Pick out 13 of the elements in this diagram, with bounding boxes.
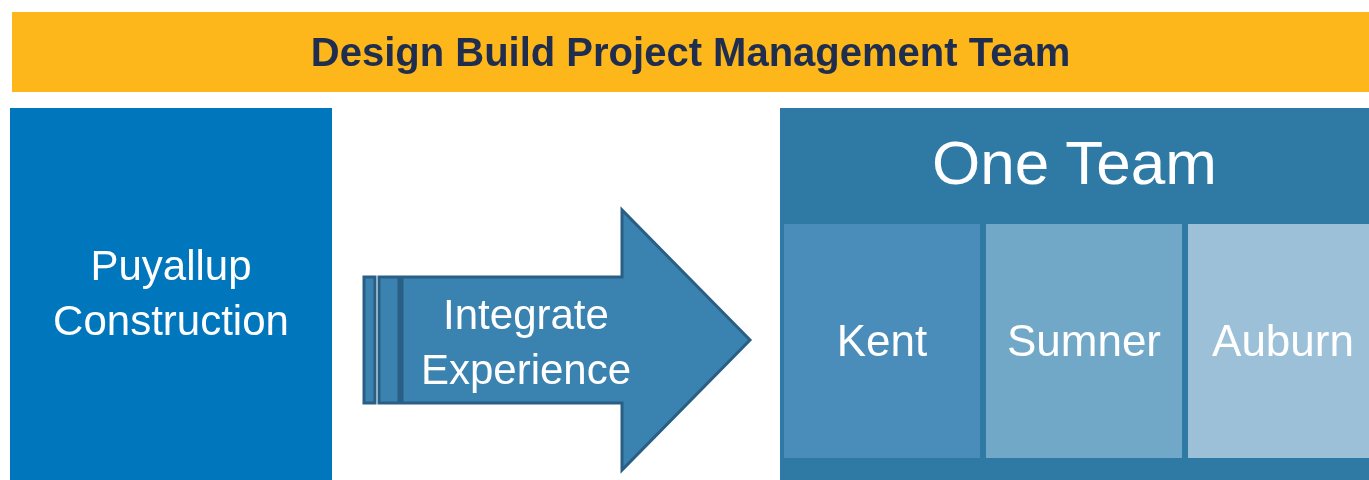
title: Design Build Project Management Team: [310, 29, 1071, 75]
node-label: Sumner: [1006, 315, 1162, 368]
node-label: Kent: [836, 315, 928, 368]
node-label: Auburn: [1212, 315, 1354, 368]
team-box: [1188, 224, 1369, 458]
team-box: [986, 224, 1182, 458]
node-label: Puyallup Construction: [52, 241, 290, 346]
edge-label: Integrate Experience: [419, 290, 633, 395]
team-box: [784, 224, 980, 458]
team-box: [10, 108, 332, 480]
node-label: One Team: [932, 126, 1217, 199]
team-panel: [780, 108, 1369, 480]
block-arrow: [362, 206, 753, 474]
